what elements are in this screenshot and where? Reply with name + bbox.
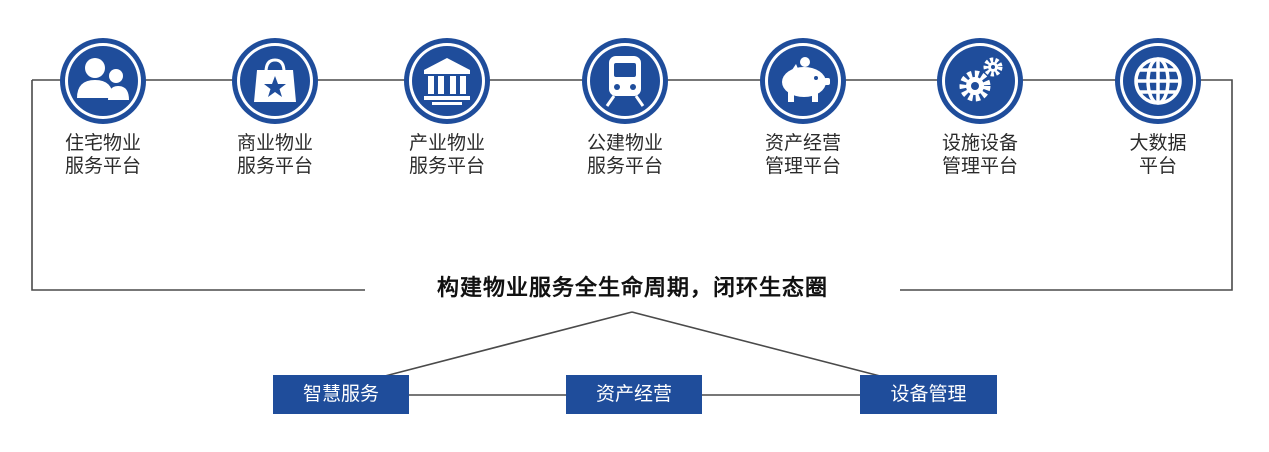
platform-label: 公建物业 服务平台 <box>560 132 690 178</box>
platform-asset-management: 资产经营 管理平台 <box>738 36 868 178</box>
platform-industrial: 产业物业 服务平台 <box>382 36 512 178</box>
platform-label-line2: 服务平台 <box>236 155 313 177</box>
industrial-building-icon <box>402 36 492 126</box>
residential-people-icon <box>58 36 148 126</box>
platform-residential: 住宅物业 服务平台 <box>38 36 168 178</box>
platform-facility-equipment: 设施设备 管理平台 <box>915 36 1045 178</box>
platform-label: 商业物业 服务平台 <box>210 132 340 178</box>
platform-label-line1: 产业物业 <box>408 132 485 154</box>
platform-label: 住宅物业 服务平台 <box>38 132 168 178</box>
platform-label-line1: 住宅物业 <box>64 132 141 154</box>
platform-label-line2: 平台 <box>1138 155 1177 177</box>
gears-icon <box>935 36 1025 126</box>
platform-label-line1: 大数据 <box>1129 132 1187 154</box>
platform-label: 设施设备 管理平台 <box>915 132 1045 178</box>
platform-label-line1: 资产经营 <box>764 132 841 154</box>
platform-label: 资产经营 管理平台 <box>738 132 868 178</box>
branch-left-line <box>384 311 633 377</box>
platform-label-line1: 商业物业 <box>236 132 313 154</box>
branch-right-line <box>631 311 881 377</box>
piggy-bank-icon <box>758 36 848 126</box>
train-icon <box>580 36 670 126</box>
box-asset-operation: 资产经营 <box>566 375 702 414</box>
box-equipment-management: 设备管理 <box>860 375 997 414</box>
platform-label-line1: 设施设备 <box>941 132 1018 154</box>
box-smart-service: 智慧服务 <box>273 375 409 414</box>
platform-public-building: 公建物业 服务平台 <box>560 36 690 178</box>
globe-icon <box>1113 36 1203 126</box>
shopping-bag-star-icon <box>230 36 320 126</box>
platform-big-data: 大数据 平台 <box>1093 36 1223 178</box>
ecosystem-title: 构建物业服务全生命周期，闭环生态圈 <box>365 270 900 308</box>
platform-label-line2: 服务平台 <box>408 155 485 177</box>
platform-label-line2: 服务平台 <box>586 155 663 177</box>
platform-label: 产业物业 服务平台 <box>382 132 512 178</box>
platform-label-line2: 管理平台 <box>941 155 1018 177</box>
platform-commercial: 商业物业 服务平台 <box>210 36 340 178</box>
platform-label-line2: 管理平台 <box>764 155 841 177</box>
platform-label-line1: 公建物业 <box>586 132 663 154</box>
platform-label: 大数据 平台 <box>1093 132 1223 178</box>
platform-label-line2: 服务平台 <box>64 155 141 177</box>
